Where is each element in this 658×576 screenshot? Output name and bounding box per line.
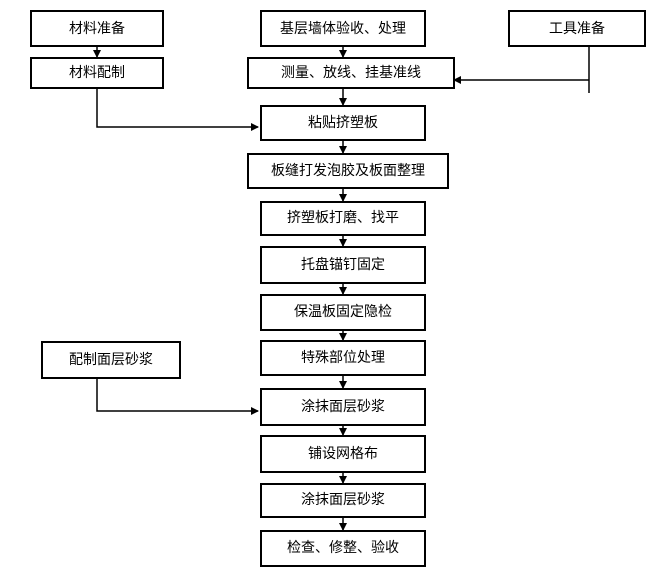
step-11-label: 涂抹面层砂浆 xyxy=(301,492,385,508)
step-2-label: 测量、放线、挂基准线 xyxy=(281,64,421,81)
step-1: 基层墙体验收、处理 xyxy=(260,10,426,47)
step-11: 涂抹面层砂浆 xyxy=(260,483,426,518)
step-4-label: 板缝打发泡胶及板面整理 xyxy=(271,162,425,179)
box-material-mix: 材料配制 xyxy=(30,57,164,89)
box-mortar-mix: 配制面层砂浆 xyxy=(41,341,181,379)
box-tool-prep-label: 工具准备 xyxy=(549,20,605,37)
step-7: 保温板固定隐检 xyxy=(260,294,426,331)
step-8: 特殊部位处理 xyxy=(260,340,426,376)
step-12: 检查、修整、验收 xyxy=(260,530,426,567)
step-1-label: 基层墙体验收、处理 xyxy=(280,20,406,37)
step-3-label: 粘贴挤塑板 xyxy=(308,115,378,131)
step-5-label: 挤塑板打磨、找平 xyxy=(287,209,399,226)
box-material-mix-label: 材料配制 xyxy=(69,65,125,81)
step-12-label: 检查、修整、验收 xyxy=(287,540,399,556)
step-10: 铺设网格布 xyxy=(260,435,426,473)
step-3: 粘贴挤塑板 xyxy=(260,105,426,141)
box-tool-prep: 工具准备 xyxy=(508,10,646,47)
step-10-label: 铺设网格布 xyxy=(308,446,378,462)
side-flow-arrows xyxy=(93,46,590,415)
box-material-prep-label: 材料准备 xyxy=(69,20,125,37)
step-9: 涂抹面层砂浆 xyxy=(260,388,426,426)
step-9-label: 涂抹面层砂浆 xyxy=(301,399,385,415)
step-6-label: 托盘锚钉固定 xyxy=(301,256,385,273)
box-mortar-mix-label: 配制面层砂浆 xyxy=(69,352,153,368)
step-2: 测量、放线、挂基准线 xyxy=(247,57,455,89)
step-4: 板缝打发泡胶及板面整理 xyxy=(247,153,449,189)
step-6: 托盘锚钉固定 xyxy=(260,246,426,284)
step-7-label: 保温板固定隐检 xyxy=(294,304,392,320)
step-5: 挤塑板打磨、找平 xyxy=(260,201,426,236)
box-material-prep: 材料准备 xyxy=(30,10,164,47)
step-8-label: 特殊部位处理 xyxy=(301,350,385,366)
